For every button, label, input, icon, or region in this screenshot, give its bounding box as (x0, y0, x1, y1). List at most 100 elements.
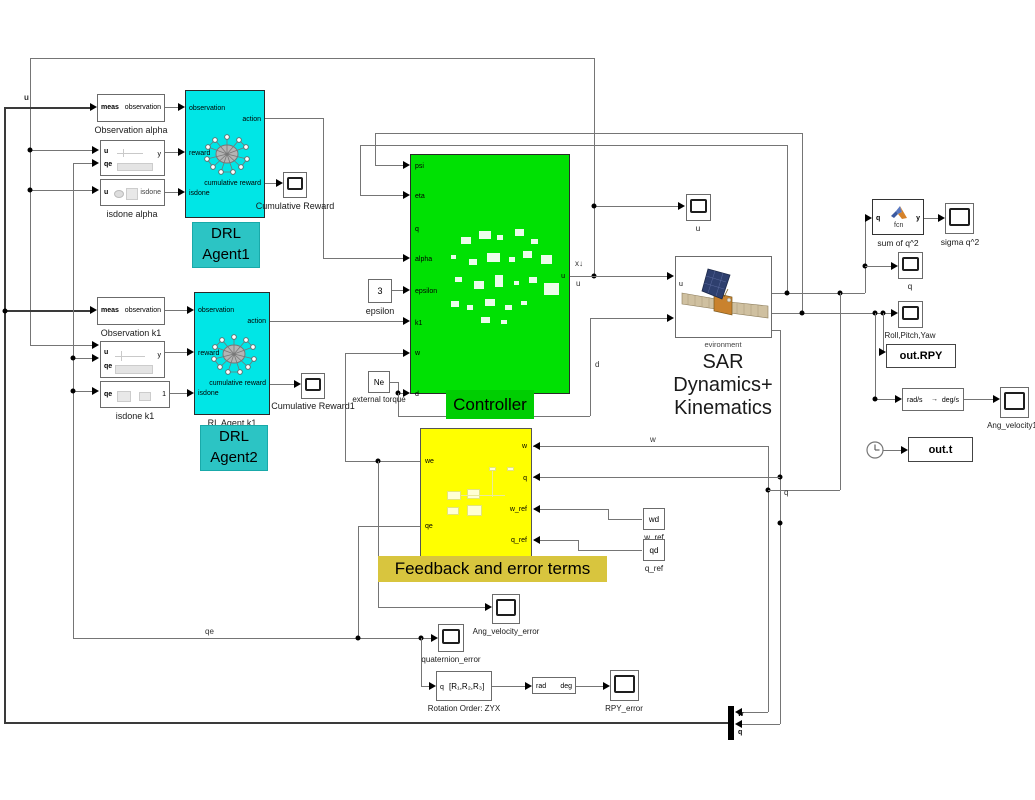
rl-agent-k1-block[interactable]: observation reward isdone action cumulat… (194, 292, 270, 415)
port-reward: reward (198, 350, 220, 357)
wd-constant-block[interactable]: wd (643, 508, 665, 530)
port-observation: observation (198, 307, 235, 314)
roll-pitch-yaw-scope-label: Roll,Pitch,Yaw (884, 331, 936, 340)
port-y: y (157, 352, 162, 359)
out-rpy-text: out.RPY (899, 350, 943, 362)
port-isdone: isdone (140, 189, 161, 196)
q-scope-label: q (907, 282, 913, 291)
rads-left-text: rad/s (907, 397, 923, 404)
signal-label-u-out: u (576, 279, 581, 288)
port-alpha: alpha (415, 256, 433, 263)
brain-icon (211, 334, 257, 375)
drl-agent1-line2: Agent1 (202, 246, 250, 263)
fcn-caption: fcn (894, 222, 904, 229)
port-qe: qe (104, 363, 113, 370)
port-isdone: isdone (198, 390, 219, 397)
feedback-tag-text: Feedback and error terms (394, 559, 591, 578)
clock-icon[interactable] (866, 441, 884, 459)
sar-title-line2: Dynamics+ (673, 374, 773, 396)
rad-to-deg-block[interactable]: rad deg (532, 677, 576, 694)
quaternion-error-label: quaternion_error (421, 655, 481, 664)
port-qe: qe (104, 391, 113, 398)
cumulative-reward1-scope-label: Cumulative Reward1 (271, 401, 355, 411)
out-t-workspace-block[interactable]: out.t (908, 437, 973, 462)
observation-alpha-label: Observation alpha (94, 125, 168, 135)
port-q: q (415, 226, 419, 233)
port-action: action (247, 318, 266, 325)
controller-tag[interactable]: Controller (446, 390, 534, 419)
port-w-ref: w_ref (509, 506, 527, 513)
signal-dimension-annotation: x↓ (575, 259, 583, 268)
deg-text: deg (560, 683, 572, 690)
isdone-alpha-block[interactable]: u isdone (100, 179, 165, 206)
external-torque-label: external torque (352, 395, 406, 404)
u-scope[interactable] (686, 194, 711, 221)
signal-label-q: q (784, 488, 789, 497)
ang-velocity1-scope-label: Ang_velocity1 (987, 421, 1035, 430)
port-q-ref: q_ref (511, 537, 527, 544)
ang-velocity-error-scope[interactable] (492, 594, 520, 624)
q-scope[interactable] (898, 252, 923, 279)
port-q: q (440, 684, 444, 691)
wd-label: w_ref (644, 533, 664, 542)
ang-velocity1-scope[interactable] (1000, 387, 1029, 418)
port-d: d (415, 391, 419, 398)
mux-block[interactable] (728, 706, 734, 740)
sum-of-q2-fcn-block[interactable]: q y fcn (872, 199, 924, 235)
sar-caption: evironment (704, 340, 742, 349)
rotation-order-label: Rotation Order: ZYX (427, 704, 501, 713)
signal-label-u: u (24, 93, 29, 102)
mux-port-q: q (738, 729, 743, 736)
port-meas: meas (101, 307, 119, 314)
sigma-q2-scope[interactable] (945, 203, 974, 234)
port-q: q (523, 475, 527, 482)
isdone-k1-block[interactable]: qe 1 (100, 381, 170, 408)
port-w: w (521, 443, 527, 450)
reward-k1-block[interactable]: u qe y (100, 341, 165, 378)
drl-agent2-tag[interactable]: DRL Agent2 (200, 425, 268, 471)
satellite-image (681, 268, 769, 319)
rpy-error-scope[interactable] (610, 670, 639, 701)
cumulative-reward-scope-label: Cumulative Reward (255, 201, 335, 211)
sum-of-q2-label: sum of q^2 (877, 238, 919, 248)
signal-label-w: w (650, 435, 656, 444)
port-epsilon: epsilon (415, 288, 438, 295)
qd-value: qd (649, 546, 659, 555)
port-y: y (916, 215, 920, 222)
external-torque-constant-block[interactable]: Ne (368, 371, 390, 393)
qd-constant-block[interactable]: qd (643, 539, 665, 561)
port-observation: observation (124, 307, 161, 314)
roll-pitch-yaw-scope[interactable] (898, 301, 923, 328)
port-u-out: u (561, 273, 565, 280)
port-cumulative-reward: cumulative reward (204, 180, 261, 187)
reward-alpha-block[interactable]: u qe y (100, 140, 165, 176)
sar-title-line1: SAR (702, 351, 744, 373)
u-scope-label: u (695, 224, 701, 233)
rl-agent-alpha-block[interactable]: observation reward isdone action cumulat… (185, 90, 265, 218)
rpy-error-label: RPY_error (605, 704, 643, 713)
out-rpy-workspace-block[interactable]: out.RPY (886, 344, 956, 368)
port-u: u (104, 148, 109, 155)
ang-velocity-error-label: Ang_velocity_error (472, 627, 540, 636)
cumulative-reward1-scope[interactable] (301, 373, 325, 399)
quaternion-error-scope[interactable] (438, 624, 464, 652)
port-eta: eta (415, 193, 425, 200)
quat-to-rotation-block[interactable]: q [R₁,R₂,R₃] (436, 671, 492, 701)
port-y: y (157, 151, 162, 158)
observation-alpha-block[interactable]: meas observation (97, 94, 165, 122)
cumulative-reward-scope[interactable] (283, 172, 307, 198)
sar-title-line3: Kinematics (674, 397, 772, 419)
drl-agent1-tag[interactable]: DRL Agent1 (192, 222, 260, 268)
sar-plant-block[interactable]: u (675, 256, 772, 338)
out-t-text: out.t (928, 444, 953, 456)
feedback-error-block[interactable]: we qe w q w_ref q_ref (420, 428, 532, 558)
epsilon-constant-block[interactable]: 3 (368, 279, 392, 303)
rads-to-degs-block[interactable]: rad/s → deg/s (902, 388, 964, 411)
port-u: u (679, 281, 683, 288)
controller-block[interactable]: psi eta q alpha epsilon k1 w d u (410, 154, 570, 398)
feedback-tag[interactable]: Feedback and error terms (378, 556, 607, 582)
matlab-logo-icon (891, 206, 907, 219)
port-observation: observation (189, 105, 226, 112)
observation-k1-block[interactable]: meas observation (97, 297, 165, 325)
